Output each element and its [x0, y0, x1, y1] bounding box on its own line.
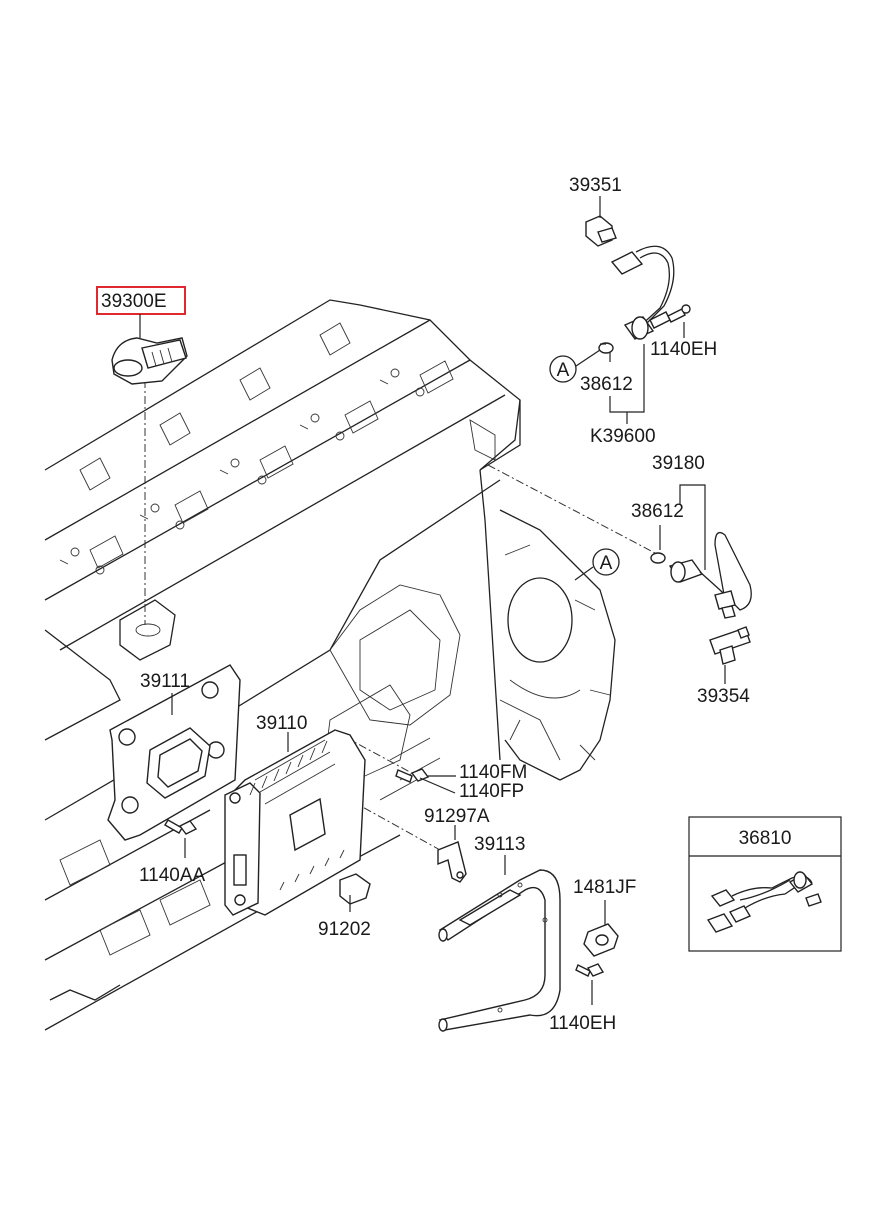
assembly-line-bracket [349, 799, 441, 851]
part-39113-tube-bracket[interactable] [438, 869, 561, 1032]
assembly-line-crank-sensor [487, 464, 656, 554]
part-38612-top-oring[interactable] [598, 342, 614, 354]
label-36810: 36810 [739, 828, 792, 849]
label-91202[interactable]: 91202 [318, 919, 371, 940]
bracket-K39600 [609, 344, 645, 424]
part-1481JF-clip[interactable] [583, 923, 619, 957]
part-91297A-bracket[interactable] [437, 841, 467, 883]
part-39180-crank-sensor[interactable] [668, 531, 752, 619]
part-91202-bracket[interactable] [339, 873, 371, 905]
label-1140EH-top[interactable]: 1140EH [650, 339, 717, 360]
part-39110-ecm[interactable] [224, 729, 366, 916]
label-38612-top[interactable]: 38612 [580, 374, 633, 395]
part-38612-mid-oring[interactable] [650, 552, 666, 564]
label-39113[interactable]: 39113 [474, 834, 525, 855]
label-39354[interactable]: 39354 [697, 686, 750, 707]
harness-36810-drawing [706, 871, 822, 933]
label-91297A[interactable]: 91297A [424, 806, 490, 827]
label-39111[interactable]: 39111 [140, 671, 190, 692]
label-39351[interactable]: 39351 [569, 175, 622, 196]
callout-a-top: A [549, 349, 601, 383]
label-1140AA[interactable]: 1140AA [139, 865, 206, 886]
part-1140AA-bolt[interactable] [164, 819, 198, 835]
part-39300E-sensor[interactable] [111, 337, 188, 385]
label-1140EH-bottom[interactable]: 1140EH [549, 1013, 616, 1034]
highlight-box-39300E [96, 286, 186, 315]
part-39351-clip[interactable] [585, 215, 617, 247]
label-1140FM[interactable]: 1140FM [459, 762, 527, 783]
label-38612-mid[interactable]: 38612 [631, 501, 684, 522]
part-1140FM-bolt[interactable] [395, 768, 430, 783]
inset-box-36810[interactable]: 36810 [688, 816, 842, 952]
label-K39600[interactable]: K39600 [590, 426, 656, 447]
svg-text:A: A [600, 553, 613, 574]
part-1140EH-top-bolt[interactable] [667, 304, 691, 323]
part-39111-bracket[interactable] [107, 664, 241, 841]
part-1140EH-bottom-bolt[interactable] [575, 963, 605, 977]
label-39180[interactable]: 39180 [652, 453, 705, 474]
assembly-line-ecm-bolt [344, 736, 411, 773]
label-1140FP[interactable]: 1140FP [459, 781, 524, 802]
part-K39600-cam-sensor-harness[interactable] [610, 245, 675, 340]
part-39354-clip[interactable] [709, 626, 751, 665]
callout-a-mid: A [574, 548, 620, 581]
label-39110[interactable]: 39110 [256, 713, 307, 734]
label-1481JF[interactable]: 1481JF [573, 877, 636, 898]
svg-text:A: A [557, 360, 570, 381]
label-39300E[interactable]: 39300E [101, 291, 167, 312]
